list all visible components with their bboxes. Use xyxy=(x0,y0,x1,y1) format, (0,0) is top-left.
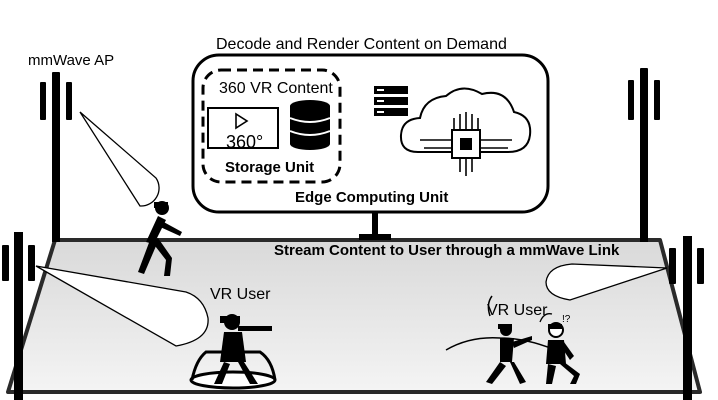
video-360-text: 360° xyxy=(226,132,263,152)
edge-label: Edge Computing Unit xyxy=(295,189,449,206)
edge-connector xyxy=(372,212,378,238)
antenna-icon xyxy=(628,68,660,126)
front-right-pole xyxy=(683,236,692,400)
back-left-pole xyxy=(52,78,60,242)
cloud-chip-icon xyxy=(399,87,532,176)
vr-user-label-left: VR User xyxy=(210,286,271,303)
diagram-title: Decode and Render Content on Demand xyxy=(216,36,507,53)
back-right-pole xyxy=(640,72,648,242)
video-360-icon: 360° xyxy=(207,107,279,152)
antenna-icon xyxy=(40,72,72,126)
mmwave-beam xyxy=(35,265,209,347)
stream-label: Stream Content to User through a mmWave … xyxy=(274,242,620,259)
antenna-icon xyxy=(669,236,704,292)
vr-user-icon: !? xyxy=(539,313,580,384)
doodle-text: !? xyxy=(562,314,571,325)
mmwave-beam xyxy=(79,111,160,207)
ap-label: mmWave AP xyxy=(28,52,115,69)
front-left-pole xyxy=(14,232,23,400)
vr-user-icon xyxy=(138,201,182,276)
room-floor xyxy=(6,238,702,394)
vr-user-icon xyxy=(445,295,561,384)
mmwave-beam xyxy=(545,263,668,301)
antenna-icon xyxy=(2,232,35,288)
storage-unit-box xyxy=(201,68,342,184)
vr-user-icon xyxy=(189,314,277,390)
storage-label: Storage Unit xyxy=(225,159,315,176)
content-label: 360 VR Content xyxy=(219,80,333,97)
database-icon xyxy=(289,100,331,150)
vr-user-label-right: VR User xyxy=(487,302,548,319)
server-icon xyxy=(374,86,408,116)
